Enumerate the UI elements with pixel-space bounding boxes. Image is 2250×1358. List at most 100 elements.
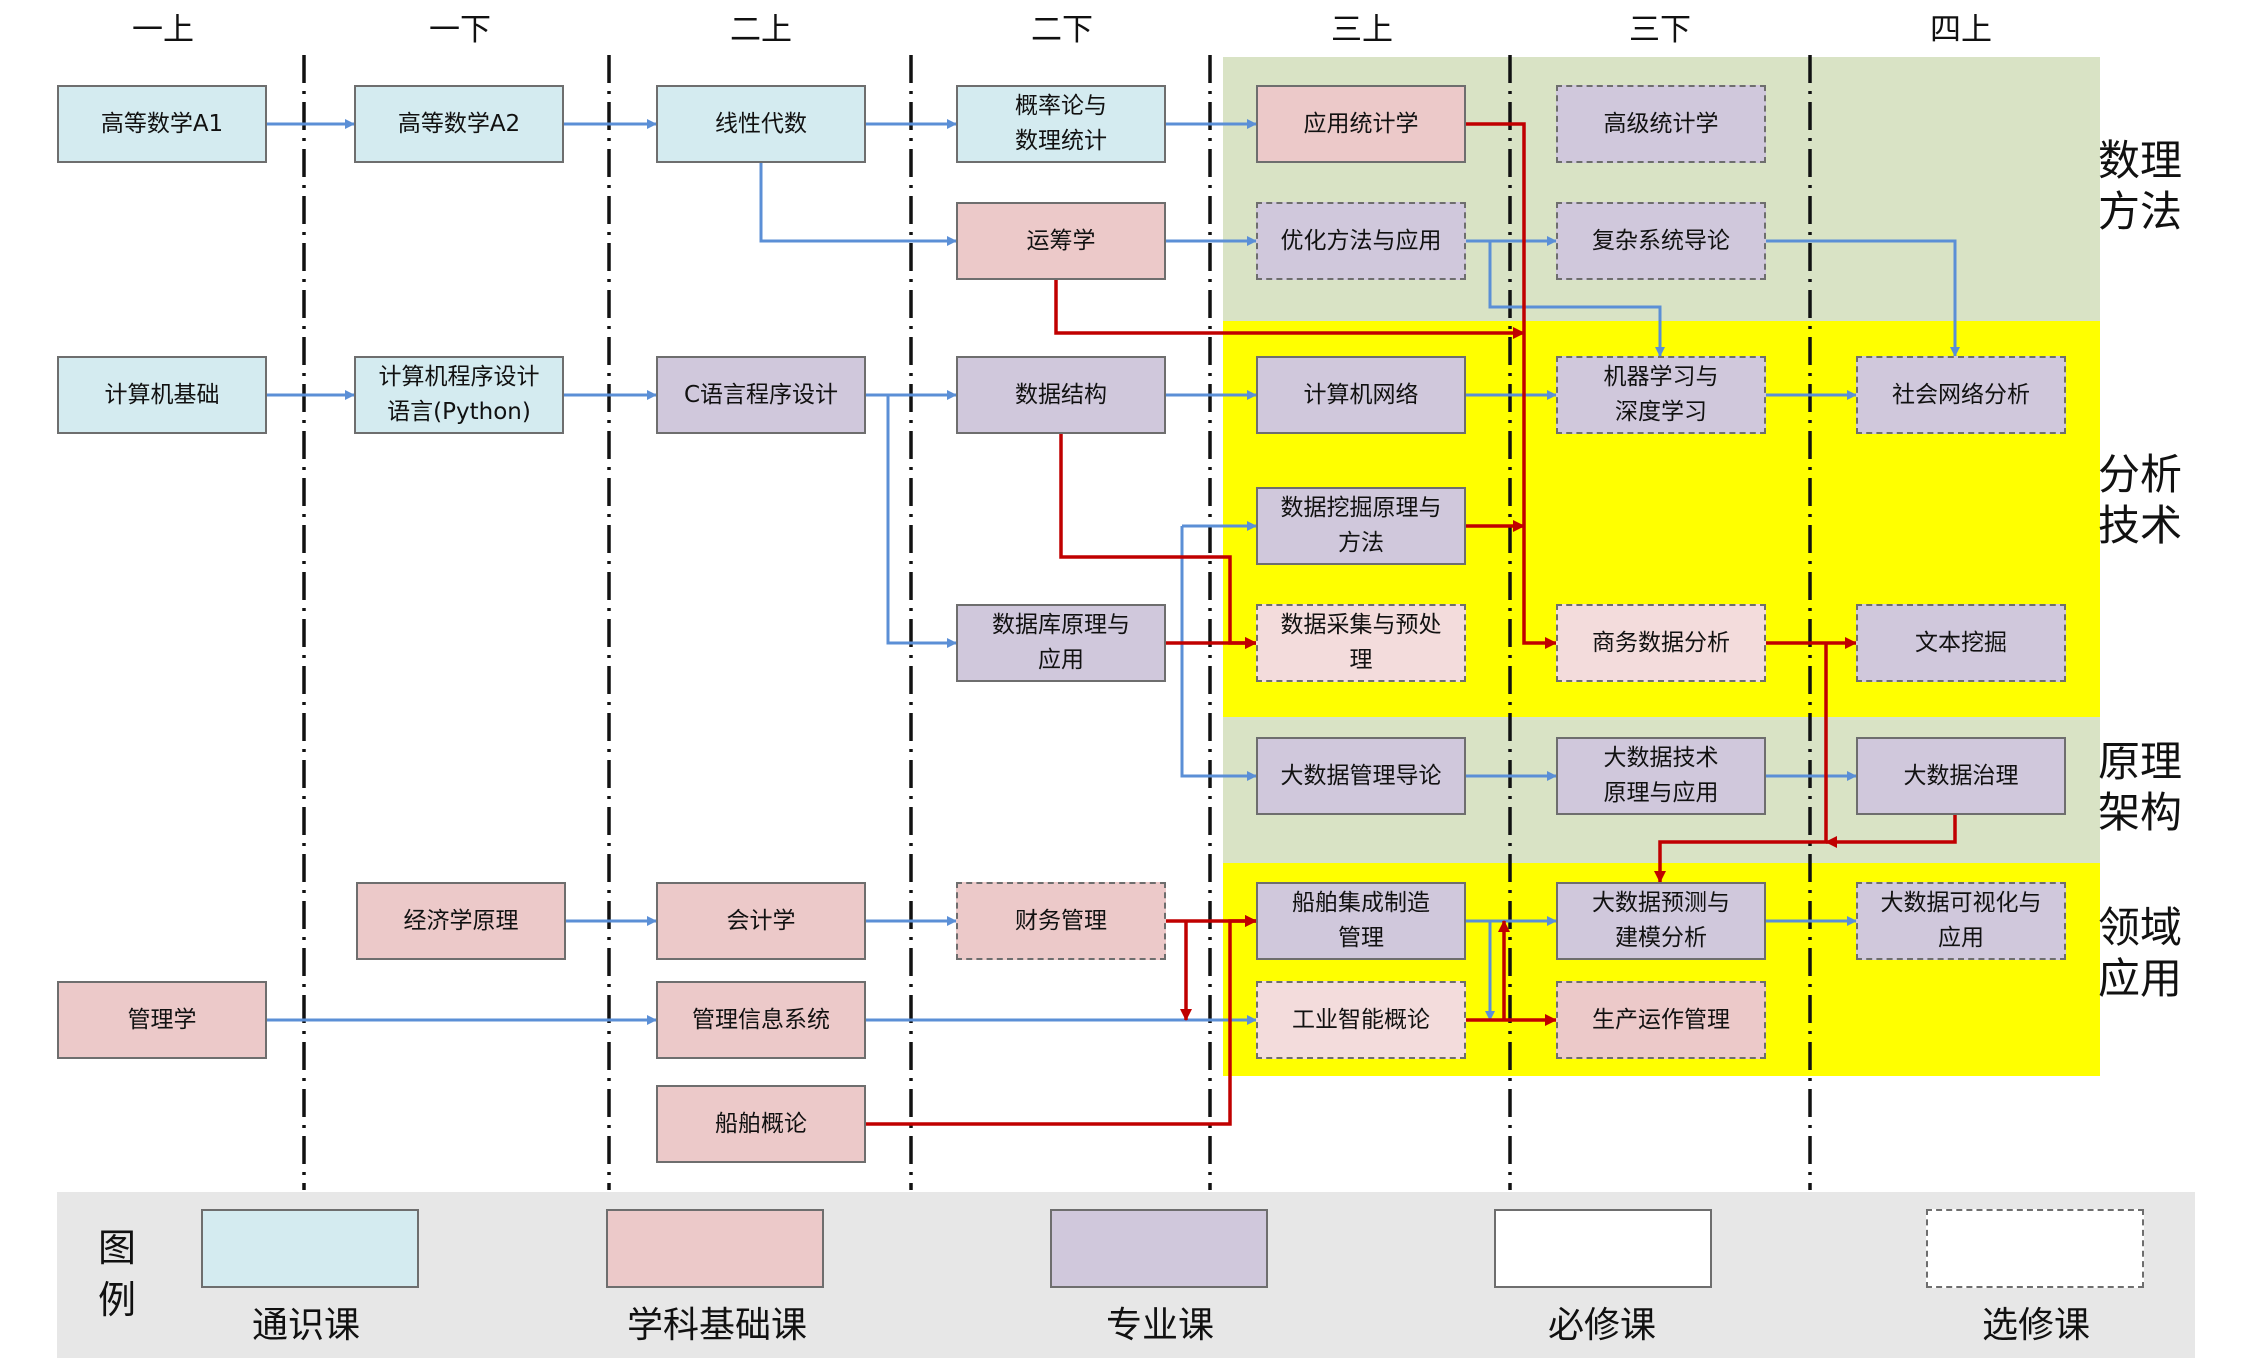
course-label: 船舶集成制造 管理	[1292, 890, 1430, 951]
course-ycx: 运筹学	[956, 202, 1166, 280]
red-arrow-33	[1654, 643, 1828, 883]
course-label: 管理学	[127, 1006, 197, 1033]
course-gyzn: 工业智能概论	[1256, 981, 1466, 1059]
course-dsjgl: 大数据管理导论	[1256, 737, 1466, 815]
legend-label-elective: 选修课	[1981, 1305, 2090, 1346]
course-jsjjc: 计算机基础	[57, 356, 267, 434]
course-label: 大数据治理	[1903, 762, 2019, 789]
course-dsjyc: 大数据预测与 建模分析	[1556, 882, 1766, 960]
course-label: 高级统计学	[1603, 110, 1719, 137]
course-dsjjs: 大数据技术 原理与应用	[1556, 737, 1766, 815]
course-label: 船舶概论	[715, 1110, 807, 1137]
course-label: 数据挖掘原理与 方法	[1280, 495, 1442, 556]
course-label: 社会网络分析	[1892, 381, 2030, 408]
semester-header-4: 二下	[1031, 12, 1093, 48]
course-label: 计算机程序设计 语言(Python)	[378, 364, 540, 425]
course-gll: 概率论与 数理统计	[956, 85, 1166, 163]
semester-header-5: 三上	[1331, 12, 1393, 48]
red-arrow-34	[1825, 815, 1957, 848]
course-gjtjx: 高级统计学	[1556, 85, 1766, 163]
course-label: 数据库原理与 应用	[992, 612, 1130, 673]
course-label: 大数据管理导论	[1280, 762, 1442, 789]
course-sjjg: 数据结构	[956, 356, 1166, 434]
legend-label-jichu: 学科基础课	[626, 1305, 807, 1346]
course-shwl: 社会网络分析	[1856, 356, 2066, 434]
course-label: 工业智能概论	[1292, 1006, 1430, 1033]
blue-arrow-4	[759, 163, 957, 246]
course-label: 优化方法与应用	[1280, 227, 1442, 254]
zone-label-math: 数理 方法	[2098, 136, 2183, 236]
course-label: 商务数据分析	[1592, 629, 1730, 656]
semester-header-6: 三下	[1629, 12, 1691, 48]
course-cwgl: 财务管理	[956, 882, 1166, 960]
course-label: 运筹学	[1026, 227, 1096, 254]
semester-header-2: 一下	[429, 12, 491, 48]
zone-label-architecture: 原理 架构	[2098, 737, 2183, 837]
course-jqxx: 机器学习与 深度学习	[1556, 356, 1766, 434]
course-fzxt: 复杂系统导论	[1556, 202, 1766, 280]
zone-label-analysis: 分析 技术	[2098, 450, 2183, 550]
course-dsjksh: 大数据可视化与 应用	[1856, 882, 2066, 960]
course-jsjcx: 计算机程序设计 语言(Python)	[354, 356, 564, 434]
legend-swatch-required	[1494, 1209, 1712, 1288]
course-label: 计算机基础	[104, 381, 220, 408]
zone-label-application: 领域 应用	[2098, 903, 2183, 1003]
course-gdsx_a1: 高等数学A1	[57, 85, 267, 163]
course-sczz: 生产运作管理	[1556, 981, 1766, 1059]
course-label: 财务管理	[1015, 907, 1107, 934]
course-cyy: C语言程序设计	[656, 356, 866, 434]
legend-swatch-jichu	[606, 1209, 824, 1288]
blue-arrow-17	[1180, 526, 1257, 781]
course-label: 数据采集与预处 理	[1280, 612, 1442, 673]
course-label: 概率论与 数理统计	[1015, 93, 1107, 154]
course-glxx: 管理信息系统	[656, 981, 866, 1059]
course-label: 经济学原理	[403, 907, 519, 934]
course-jjxyl: 经济学原理	[356, 882, 566, 960]
legend-swatch-elective	[1926, 1209, 2144, 1288]
red-arrow-37	[866, 915, 1257, 1126]
course-label: 数据结构	[1015, 381, 1107, 408]
course-cbjc: 船舶集成制造 管理	[1256, 882, 1466, 960]
course-label: 会计学	[726, 907, 796, 934]
red-arrow-28	[1054, 280, 1525, 339]
course-label: 计算机网络	[1303, 381, 1419, 408]
course-label: 大数据可视化与 应用	[1880, 890, 2042, 951]
course-wbwj: 文本挖掘	[1856, 604, 2066, 682]
legend-swatch-tongshi	[201, 1209, 419, 1288]
blue-arrow-8	[1488, 241, 1665, 357]
course-kjx: 会计学	[656, 882, 866, 960]
course-jsjwl: 计算机网络	[1256, 356, 1466, 434]
course-label: 大数据技术 原理与应用	[1603, 745, 1719, 806]
course-glx: 管理学	[57, 981, 267, 1059]
semester-dividers	[302, 55, 1812, 1190]
red-arrow-27	[1466, 122, 1557, 649]
legend-label-zhuanye: 专业课	[1105, 1305, 1214, 1346]
course-yytjx: 应用统计学	[1256, 85, 1466, 163]
course-label: 高等数学A2	[397, 110, 521, 137]
blue-arrow-7	[1766, 239, 1960, 357]
legend-label-required: 必修课	[1547, 1305, 1656, 1346]
course-label: C语言程序设计	[683, 381, 839, 408]
blue-arrow-15	[886, 395, 957, 648]
course-label: 管理信息系统	[692, 1006, 830, 1033]
course-sjwj: 数据挖掘原理与 方法	[1256, 487, 1466, 565]
course-label: 文本挖掘	[1915, 629, 2007, 656]
course-label: 应用统计学	[1303, 110, 1419, 137]
semester-header-1: 一上	[132, 12, 194, 48]
semester-header-3: 二上	[730, 12, 792, 48]
course-gdsx_a2: 高等数学A2	[354, 85, 564, 163]
legend-swatch-zhuanye	[1050, 1209, 1268, 1288]
course-label: 复杂系统导论	[1592, 227, 1730, 254]
course-sjcj: 数据采集与预处 理	[1256, 604, 1466, 682]
course-swsj: 商务数据分析	[1556, 604, 1766, 682]
legend-title: 图 例	[98, 1226, 137, 1322]
course-label: 机器学习与 深度学习	[1603, 364, 1719, 425]
course-label: 大数据预测与 建模分析	[1592, 890, 1730, 951]
course-sjkyl: 数据库原理与 应用	[956, 604, 1166, 682]
course-dsjzl: 大数据治理	[1856, 737, 2066, 815]
course-cbgl: 船舶概论	[656, 1085, 866, 1163]
course-label: 生产运作管理	[1592, 1006, 1730, 1033]
semester-header-7: 四上	[1930, 12, 1992, 48]
